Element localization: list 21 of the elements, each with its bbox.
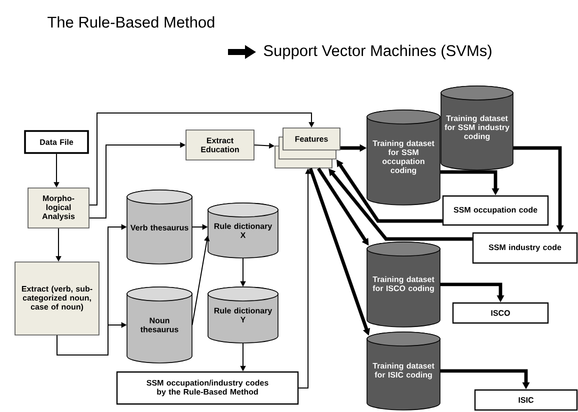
database-cylinder: Training dataset for ISIC coding: [366, 332, 440, 410]
database-cylinder: Training dataset for ISCO coding: [366, 242, 440, 328]
output-box: SSM occupation code: [442, 195, 549, 226]
database-cylinder: Training dataset for SSM industry coding: [440, 86, 514, 170]
heading: Support Vector Machines (SVMs): [264, 44, 492, 60]
process-box: Morpho- logical Analysis: [28, 188, 90, 228]
file-box: Data File: [24, 130, 89, 154]
database-cylinder: Verb thesaurus: [126, 190, 192, 264]
database-cylinder: Rule dictionary Y: [208, 286, 278, 344]
stacked-boxes: Features: [274, 128, 340, 168]
database-cylinder: Training dataset for SSM occupation coding: [366, 110, 440, 206]
output-box: SSM occupation/industry codes by the Rule-Based Method: [116, 371, 299, 405]
output-box: ISCO: [452, 302, 549, 324]
database-cylinder: Rule dictionary X: [208, 202, 278, 258]
process-box: Extract (verb, sub- categorized noun, case of noun): [14, 262, 100, 336]
database-cylinder: Noun thesaurus: [126, 286, 192, 364]
output-box: ISIC: [474, 389, 578, 411]
heading: The Rule-Based Method: [48, 16, 214, 28]
process-box: Extract Education: [186, 130, 254, 160]
arrow: [88, 112, 314, 206]
output-box: SSM industry code: [472, 232, 578, 264]
